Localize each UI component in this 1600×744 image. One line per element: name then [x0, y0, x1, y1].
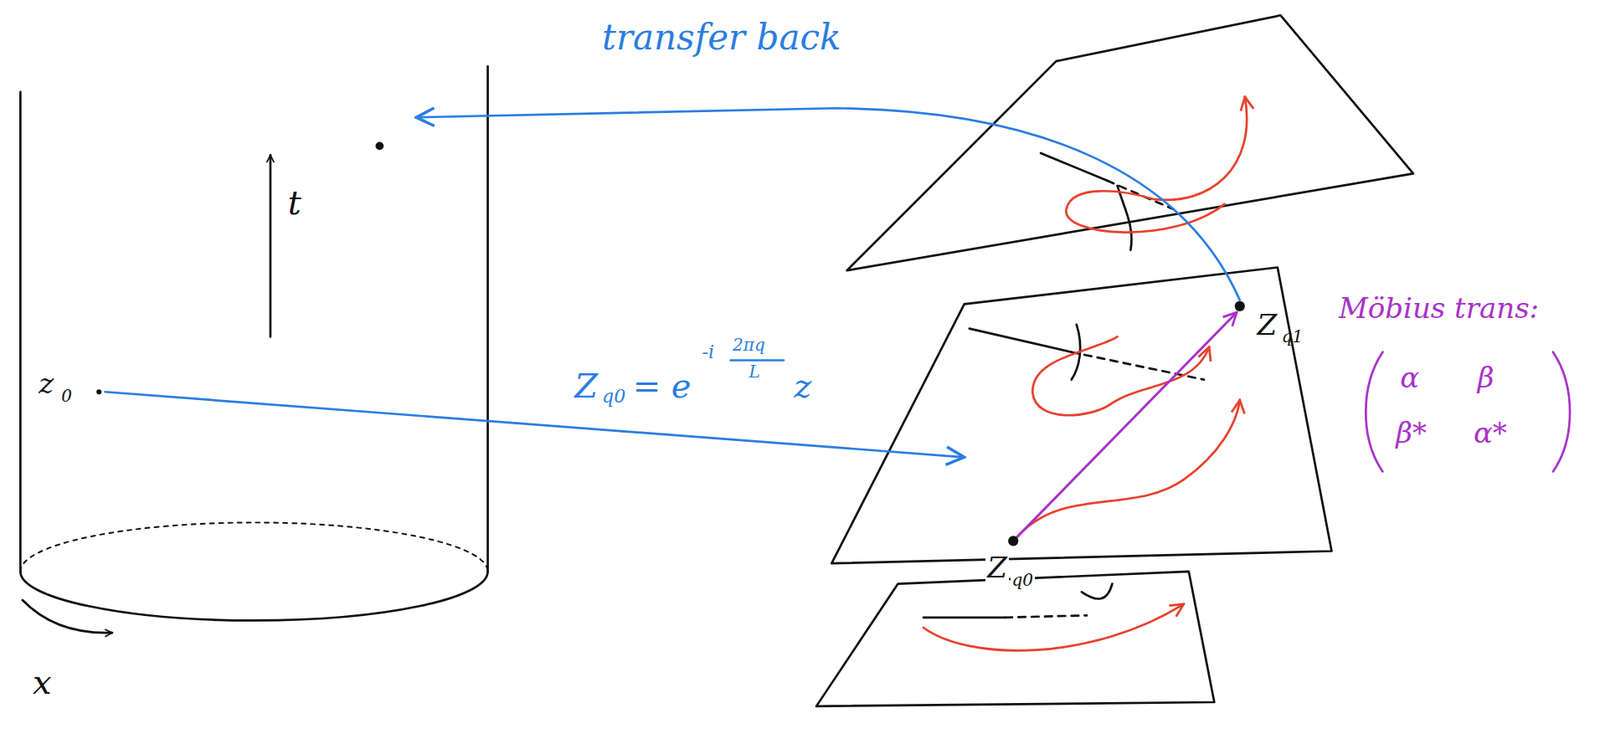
mobius-arrow — [1015, 312, 1237, 540]
cylinder-side — [486, 66, 489, 572]
matrix-bracket — [1365, 352, 1383, 473]
path-curve — [923, 604, 1184, 651]
matrix-entry: α* — [1473, 418, 1508, 448]
formula-part: = e — [632, 369, 692, 403]
point-label: Z — [1257, 310, 1278, 340]
annotation: transfer back — [601, 20, 841, 56]
exponent: -i — [702, 343, 715, 362]
point-label: Z — [985, 553, 1009, 582]
formula-part: z — [793, 369, 812, 403]
riemann-sheet — [831, 267, 1332, 565]
axis-label: t — [288, 185, 302, 220]
subscript: q0 — [1010, 571, 1036, 589]
branch-cut — [1040, 153, 1107, 181]
map-arrow — [105, 391, 965, 458]
point — [96, 389, 102, 395]
exponent: 2πq — [732, 336, 766, 354]
matrix-bracket — [1553, 352, 1570, 473]
cylinder-base — [20, 571, 488, 622]
cylinder-side — [19, 92, 22, 572]
point — [375, 142, 385, 151]
path-curve — [1032, 336, 1210, 416]
fraction-bar — [730, 359, 784, 362]
point — [1008, 535, 1019, 546]
exponent: L — [749, 363, 761, 381]
matrix-entry: β* — [1395, 418, 1427, 448]
riemann-sheet — [847, 15, 1414, 271]
path-curve — [1065, 97, 1247, 233]
branch-cut — [1004, 615, 1087, 618]
riemann-sheet — [816, 571, 1215, 707]
cylinder-base-hidden — [20, 522, 488, 572]
point — [1234, 301, 1246, 312]
path-curve — [1015, 400, 1240, 540]
branch-cut — [1081, 584, 1113, 600]
branch-cut — [969, 329, 1072, 353]
point-label: z — [38, 369, 54, 398]
matrix-entry: α — [1399, 363, 1420, 392]
matrix-entry: β — [1477, 363, 1495, 392]
subscript: q1 — [1281, 328, 1304, 345]
x-direction-arrow — [22, 600, 113, 633]
subscript: 0 — [61, 387, 73, 405]
subscript: q0 — [601, 387, 626, 407]
branch-cut — [1117, 185, 1132, 251]
branch-cut — [923, 616, 1006, 619]
annotation: Möbius trans: — [1338, 293, 1539, 323]
formula-part: Z — [574, 369, 598, 403]
transfer-arrow — [416, 108, 1240, 300]
axis-label: x — [32, 665, 52, 700]
t-direction-arrow — [269, 154, 273, 337]
